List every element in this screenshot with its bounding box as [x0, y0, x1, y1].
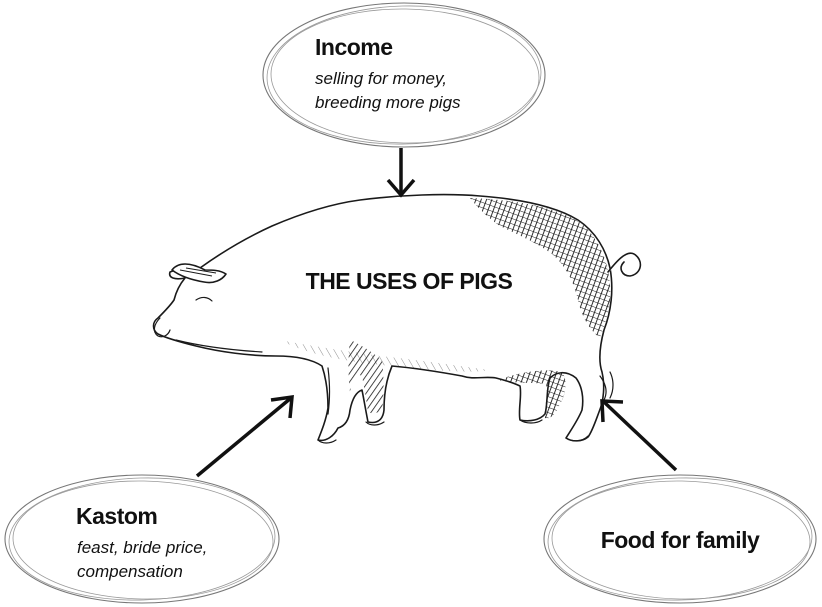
- kastom-desc-line-2: compensation: [77, 562, 183, 581]
- kastom-desc-line-1: feast, bride price,: [77, 538, 207, 557]
- income-title: Income: [315, 34, 393, 60]
- node-kastom: Kastom feast, bride price, compensation: [5, 475, 279, 604]
- food-title: Food for family: [601, 527, 760, 553]
- arrow-income: [388, 148, 414, 195]
- node-food: Food for family: [544, 475, 816, 604]
- pig-illustration: [154, 195, 641, 443]
- node-income: Income selling for money, breeding more …: [263, 2, 545, 147]
- arrow-kastom: [197, 397, 292, 476]
- pig-tail: [608, 253, 640, 276]
- income-desc-line-1: selling for money,: [315, 69, 447, 88]
- arrow-food: [602, 401, 676, 470]
- income-desc-line-2: breeding more pigs: [315, 93, 461, 112]
- diagram-title: THE USES OF PIGS: [306, 268, 513, 294]
- kastom-title: Kastom: [76, 503, 157, 529]
